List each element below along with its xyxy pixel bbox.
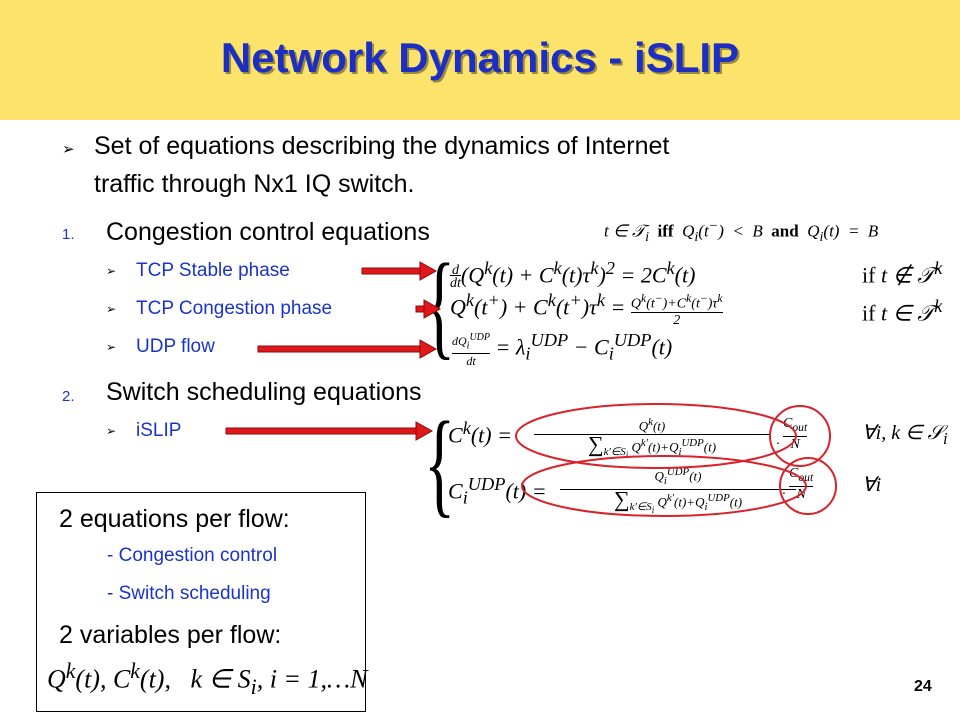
title-bar [0, 0, 960, 120]
equation-tcp-stable-cond: if t ∉ 𝒯k [862, 258, 943, 288]
highlight-ellipse [515, 403, 797, 469]
section2-number: 2. [62, 388, 75, 405]
page-number: 24 [914, 678, 932, 695]
section1-number: 1. [62, 226, 75, 243]
red-arrow-icon [225, 421, 434, 441]
equation-islip-udp-cond: ∀i [862, 474, 882, 496]
highlight-circle [769, 405, 831, 467]
highlight-ellipse [521, 455, 807, 517]
intro-bullet-line1: Set of equations describing the dynamics… [94, 132, 670, 160]
highlight-circle [779, 457, 837, 515]
item-tcp-stable: TCP Stable phase [136, 260, 290, 281]
equation-islip-tcp-cond: ∀i, k ∈ 𝒮i [862, 422, 948, 448]
red-arrow-icon [415, 299, 442, 319]
variables-per-flow-title: 2 variables per flow: [59, 621, 282, 649]
equation-islip-udp: CiUDP(t) = [448, 474, 547, 508]
sub-arrow-icon: ➢ [106, 264, 117, 278]
sub-arrow-icon: ➢ [106, 424, 117, 438]
equation-tcp-congestion-cond: if t ∈ 𝒯k [862, 296, 943, 326]
section1-label: Congestion control equations [106, 218, 430, 246]
red-arrow-icon [361, 261, 438, 281]
equation-islip-udp-fraction: QiUDP(t) ∑k′∈Si Qk′(t)+QiUDP(t) [560, 464, 796, 518]
variables-formula: Qk(t), Ck(t), k ∈ Si, i = 1,…N [47, 659, 368, 699]
bullet-arrow-icon: ➢ [62, 141, 75, 158]
brace-islip: { [424, 397, 456, 528]
sub-arrow-icon: ➢ [106, 340, 117, 354]
section2-label: Switch scheduling equations [106, 378, 422, 406]
item-udp-flow: UDP flow [136, 336, 215, 357]
equations-per-flow-title: 2 equations per flow: [59, 505, 290, 533]
equation-islip-tcp: Ck(t) = [448, 418, 512, 448]
item-tcp-congestion: TCP Congestion phase [136, 298, 333, 319]
slide-title: Network Dynamics - iSLIP [220, 34, 740, 81]
equation-item-scheduling: - Switch scheduling [107, 583, 271, 604]
equation-condition: t ∈ 𝒯i iff Qi(t−) < B and Qi(t) = B [604, 218, 879, 246]
red-arrow-icon [257, 339, 438, 359]
intro-bullet-line2: traffic through Nx1 IQ switch. [94, 170, 415, 198]
equation-islip-tcp-fraction: Qk(t) ∑k′∈Si Qk′(t)+QiUDP(t) [534, 414, 770, 463]
item-islip: iSLIP [136, 420, 182, 441]
equation-item-congestion: - Congestion control [107, 545, 278, 566]
summary-box: 2 equations per flow: - Congestion contr… [36, 492, 368, 712]
sub-arrow-icon: ➢ [106, 302, 117, 316]
